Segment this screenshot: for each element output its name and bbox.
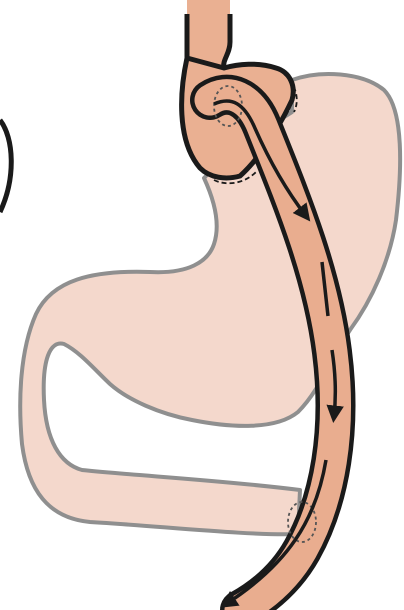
left-edge-loop xyxy=(0,120,11,212)
